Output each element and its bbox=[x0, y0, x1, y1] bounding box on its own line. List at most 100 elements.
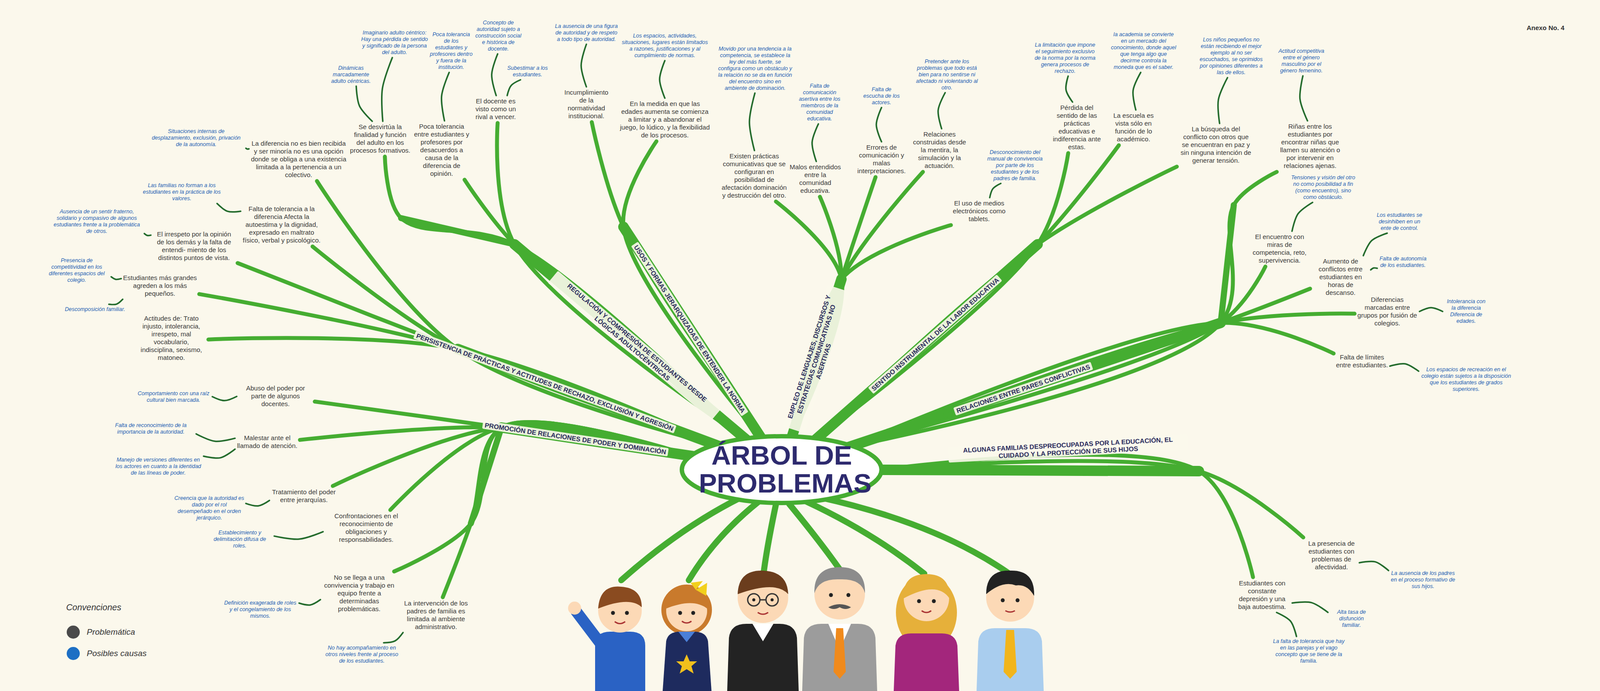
tree-branch bbox=[880, 460, 1304, 538]
problem-text: Estudiantes más grandes agreden a los má… bbox=[122, 273, 198, 298]
cause-leader bbox=[1218, 77, 1228, 124]
cause-leader bbox=[1370, 267, 1378, 270]
cause-text: Dinámicas marcadamente adulto céntricas. bbox=[324, 64, 378, 85]
branch-label: EMPLEO DE LENGUAJES, DISCURSOS Y ESTRATE… bbox=[782, 284, 850, 433]
cause-leader bbox=[938, 92, 946, 130]
node-text: Incumplimiento de la normatividad instit… bbox=[560, 88, 613, 120]
problem-text: Malestar ante el llamado de atención. bbox=[236, 433, 298, 450]
problem-text: El encuentro con miras de competencia, r… bbox=[1249, 232, 1311, 265]
node-text: Pérdida del sentido de las prácticas edu… bbox=[1050, 103, 1103, 151]
tree-branch bbox=[816, 166, 1177, 439]
cause-leader bbox=[441, 72, 450, 121]
problem-text: Tratamiento del poder entre jerarquías. bbox=[271, 487, 337, 504]
cause-leader bbox=[299, 599, 321, 605]
cause-text: Definición exagerada de roles y el conge… bbox=[223, 599, 298, 620]
cause-text: Los espacios de recreación en el colegio… bbox=[1420, 366, 1512, 393]
cause-leader bbox=[659, 60, 665, 99]
cause-leader bbox=[1292, 202, 1313, 232]
cause-leader bbox=[108, 299, 123, 305]
cause-text: Actitud competitiva entre el género masc… bbox=[1273, 47, 1330, 75]
cause-leader bbox=[1300, 75, 1308, 121]
problem-text: Diferencias marcadas entre grupos por fu… bbox=[1356, 295, 1418, 327]
legend-item: Problemática bbox=[66, 625, 136, 639]
tree-branch bbox=[851, 313, 1355, 446]
cause-leader bbox=[356, 86, 373, 122]
node-text: Diferencias marcadas entre grupos por fu… bbox=[1356, 295, 1418, 327]
node-text: Tensiones y visión del otro no como posi… bbox=[1290, 174, 1356, 201]
tree-branch bbox=[497, 122, 746, 440]
node-text: El uso de medios electrónicos como table… bbox=[950, 199, 1008, 223]
node-text: Estudiantes más grandes agreden a los má… bbox=[122, 273, 198, 298]
tree-branch bbox=[880, 454, 1253, 577]
node-text: Malos entendidos entre la comunidad educ… bbox=[789, 163, 842, 195]
problem-text: Falta de tolerancia a la diferencia Afec… bbox=[242, 204, 321, 245]
cause-text: Imaginario adulto céntrico: Hay una pérd… bbox=[359, 29, 430, 56]
problem-text: Abuso del poder por parte de algunos doc… bbox=[238, 384, 313, 408]
cause-text: Falta de reconocimiento de la importanci… bbox=[107, 422, 195, 436]
problem-text: La diferencia no es bien recibida y ser … bbox=[250, 139, 347, 179]
problem-text: Confrontaciones en el reconocimiento de … bbox=[324, 511, 408, 544]
problem-text: Falta de límites entre estudiantes. bbox=[1335, 353, 1389, 369]
cause-text: La falta de tolerancia que hay en las pa… bbox=[1271, 637, 1346, 664]
tree-branch bbox=[384, 156, 746, 440]
cause-text: Creencia que la autoridad es dado por el… bbox=[174, 494, 245, 521]
node-text: Movido por una tendencia a la competenci… bbox=[718, 45, 793, 92]
cause-leader bbox=[749, 93, 756, 151]
cause-text: Manejo de versiones diferentes en los ac… bbox=[114, 456, 202, 477]
node-text: la academia se convierte en un mercado d… bbox=[1110, 31, 1177, 71]
legend-text: Problemática bbox=[86, 626, 136, 637]
problem-text: La intervención de los padres de familia… bbox=[398, 599, 474, 631]
node-text: Actitud competitiva entre el género masc… bbox=[1273, 47, 1330, 75]
problem-text: El uso de medios electrónicos como table… bbox=[950, 199, 1008, 223]
cause-text: Los niños pequeños no están recibiendo e… bbox=[1196, 36, 1267, 76]
problem-text: Incumplimiento de la normatividad instit… bbox=[560, 88, 613, 120]
node-text: Comportamiento con una raíz cultural bie… bbox=[136, 390, 211, 404]
problem-text: No se llega a una convivencia y trabajo … bbox=[322, 573, 397, 613]
node-text: Alta tasa de disfunción familiar. bbox=[1329, 608, 1374, 629]
cause-text: Alta tasa de disfunción familiar. bbox=[1329, 608, 1374, 629]
problem-text: Existen prácticas comunicativas que se c… bbox=[721, 152, 787, 200]
cause-leader bbox=[245, 148, 249, 150]
node-text: Poca tolerancia de los estudiantes y pro… bbox=[429, 31, 474, 71]
problem-text: Riñas entre los estudiantes por encontra… bbox=[1275, 122, 1345, 170]
root-ellipse: ÁRBOL DE PROBLEMAS bbox=[679, 433, 885, 506]
people-illustration bbox=[568, 566, 1044, 691]
cause-text: Intolerancia con la diferencia Diferenci… bbox=[1444, 298, 1488, 325]
cause-leader bbox=[1292, 601, 1328, 613]
cause-leader bbox=[212, 396, 237, 401]
node-text: Definición exagerada de roles y el conge… bbox=[223, 599, 298, 620]
node-text: La intervención de los padres de familia… bbox=[398, 599, 474, 631]
cause-text: Ausencia de un sentir fraterno, solidari… bbox=[51, 208, 143, 235]
cause-text: Pretender ante los problemas que todo es… bbox=[914, 58, 980, 92]
node-text: Estudiantes con constante depresión y un… bbox=[1233, 578, 1291, 611]
node-text: Intolerancia con la diferencia Diferenci… bbox=[1444, 298, 1488, 325]
node-text: Desconocimiento del manual de convivenci… bbox=[984, 149, 1046, 182]
node-text: La presencia de estudiantes con problema… bbox=[1305, 539, 1358, 571]
node-text: Riñas entre los estudiantes por encontra… bbox=[1275, 122, 1345, 170]
node-text: Falta de escucha de los actores. bbox=[861, 86, 902, 106]
node-text: Los niños pequeños no están recibiendo e… bbox=[1196, 36, 1267, 76]
node-text: Abuso del poder por parte de algunos doc… bbox=[238, 384, 313, 408]
problem-text: Aumento de conflictos entre estudiantes … bbox=[1312, 257, 1369, 297]
cause-leader bbox=[144, 233, 151, 236]
legend-swatch bbox=[66, 646, 80, 660]
problem-text: Pérdida del sentido de las prácticas edu… bbox=[1050, 103, 1103, 151]
node-text: Existen prácticas comunicativas que se c… bbox=[721, 152, 787, 200]
node-text: Pretender ante los problemas que todo es… bbox=[914, 58, 980, 92]
node-text: Ausencia de un sentir fraterno, solidari… bbox=[51, 208, 143, 235]
node-text: Actitudes de: Trato injusto, intoleranci… bbox=[136, 314, 207, 362]
problem-text: Estudiantes con constante depresión y un… bbox=[1233, 578, 1291, 611]
problem-text: Errores de comunicación y malas interpre… bbox=[855, 143, 908, 175]
node-text: El irrespeto por la opinión de los demás… bbox=[152, 230, 236, 262]
cause-leader bbox=[1065, 76, 1073, 103]
legend-heading: Convenciones bbox=[66, 602, 122, 613]
cause-text: Descomposición familiar. bbox=[64, 306, 126, 313]
branch-label: RELACIONES ENTRE PARES CONFLICTIVAS bbox=[953, 361, 1094, 416]
cause-leader bbox=[1359, 561, 1389, 571]
node-text: Imaginario adulto céntrico: Hay una pérd… bbox=[359, 29, 430, 56]
problem-text: Se desvirtúa la finalidad y función del … bbox=[349, 122, 411, 155]
node-text: Falta de autonomía de los estudiantes. bbox=[1378, 255, 1427, 269]
node-text: La ausencia de los padres en el proceso … bbox=[1390, 569, 1456, 590]
